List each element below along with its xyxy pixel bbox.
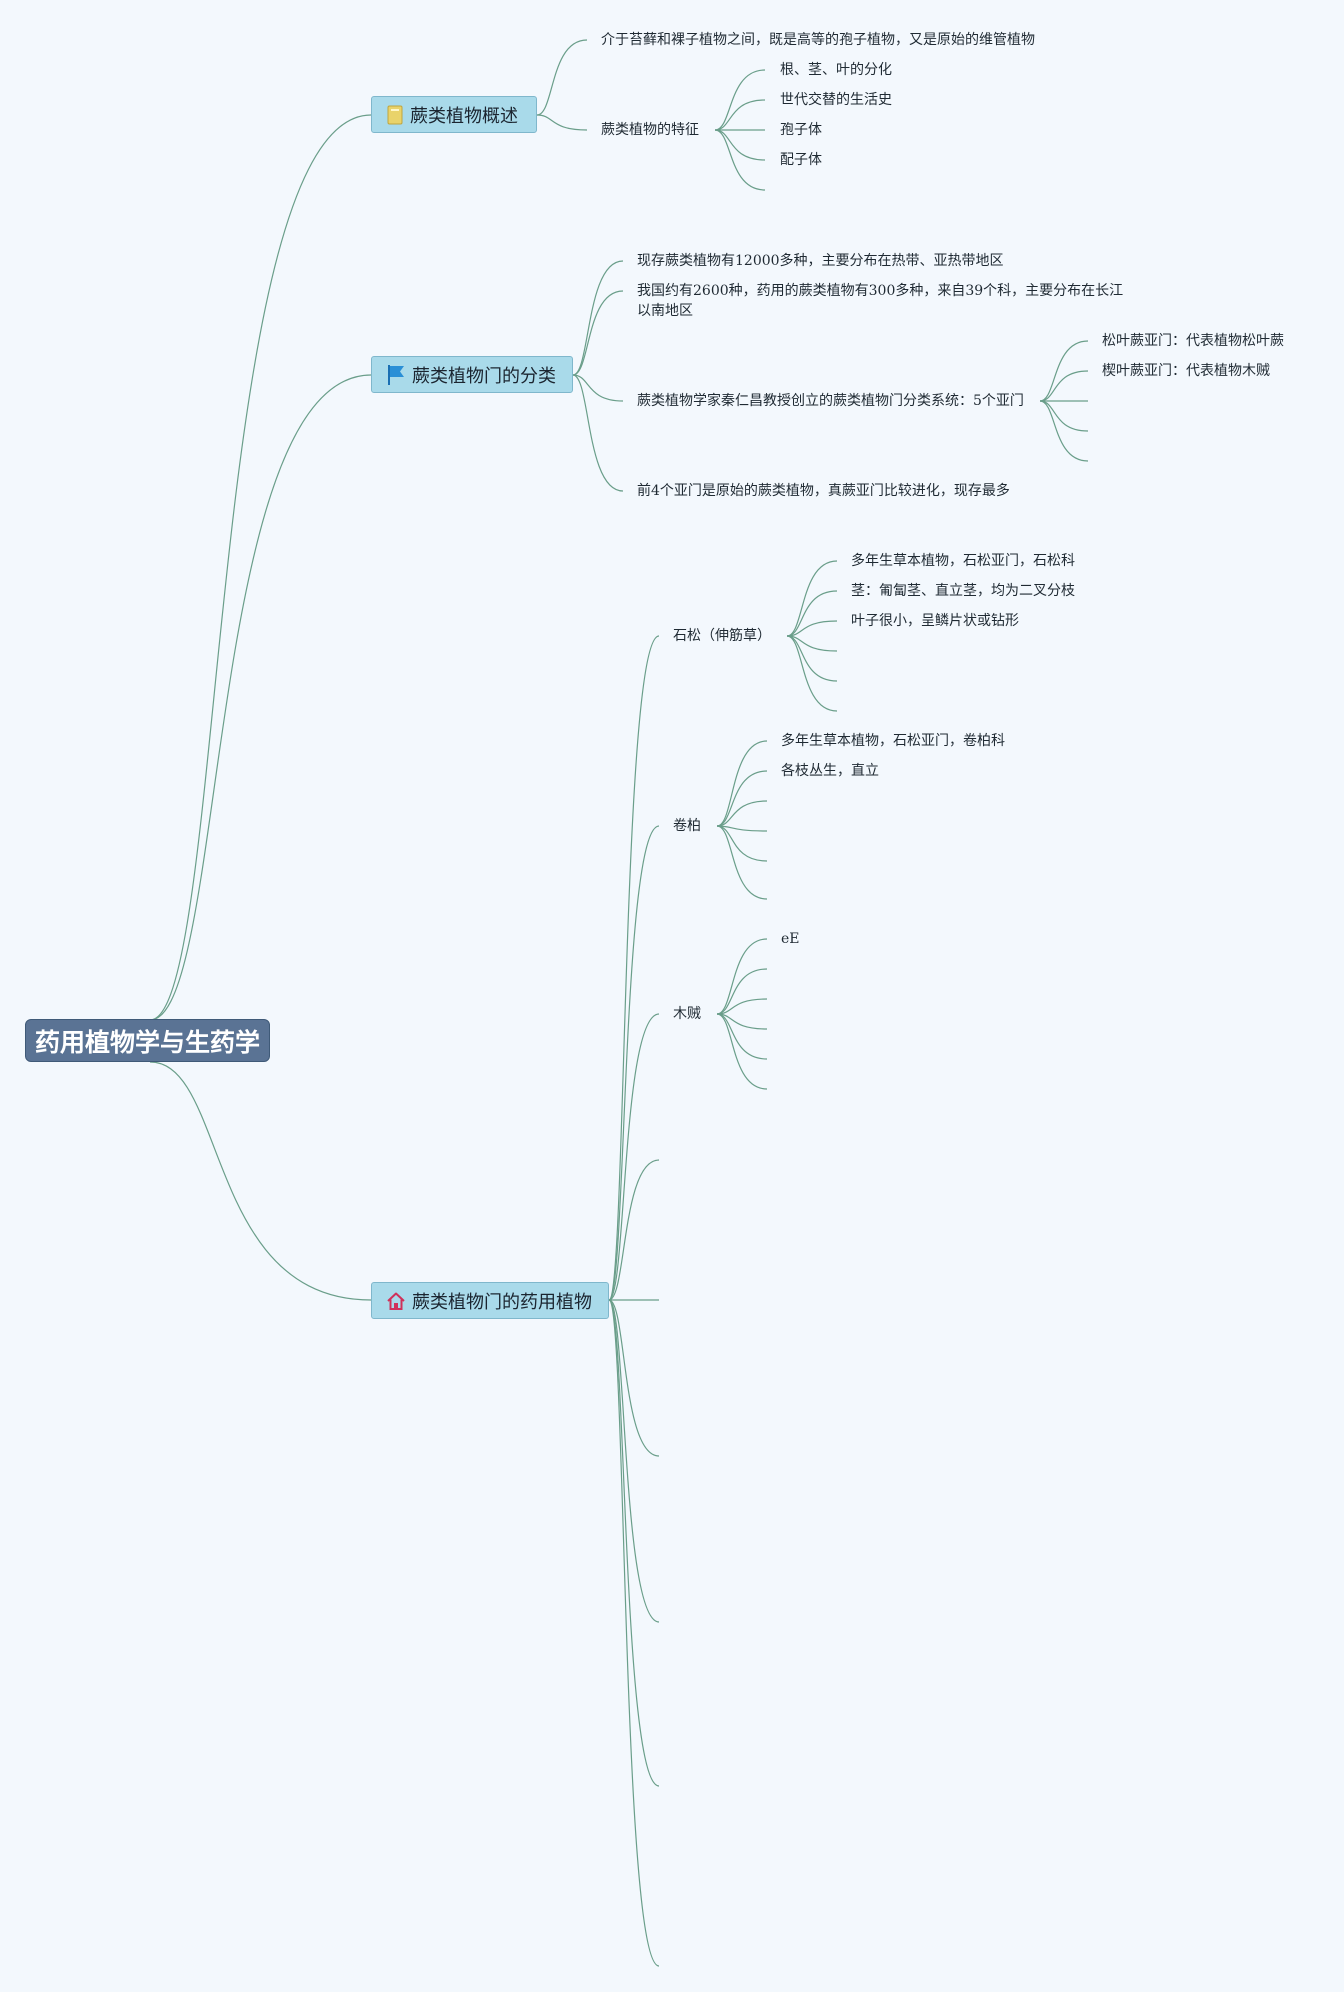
connector-line <box>149 1061 372 1301</box>
plant-juanbai[interactable]: 卷柏 <box>673 818 701 834</box>
plant-detail[interactable]: 各枝丛生，直立 <box>781 763 879 779</box>
connector-line <box>716 938 768 1015</box>
subphylum-item[interactable]: 松叶蕨亚门：代表植物松叶蕨 <box>1102 333 1284 349</box>
fern-features[interactable]: 蕨类植物的特征 <box>601 122 699 138</box>
connector-line <box>716 740 768 827</box>
connector-line <box>1039 400 1089 462</box>
classification-fact[interactable]: 现存蕨类植物有12000多种，主要分布在热带、亚热带地区 <box>637 253 1004 269</box>
connector-line <box>786 635 838 652</box>
connector-line <box>716 968 768 1015</box>
connector-line <box>716 770 768 827</box>
connector-line <box>608 1013 660 1301</box>
connector-line <box>608 1299 660 1967</box>
classification-fact[interactable]: 我国约有2600种，药用的蕨类植物有300多种，来自39个科，主要分布在长江以南… <box>637 283 1124 319</box>
connector-line <box>714 129 766 191</box>
connector-line <box>1039 370 1089 402</box>
connector-line <box>608 825 660 1301</box>
plant-detail[interactable]: 茎：匍匐茎、直立茎，均为二叉分枝 <box>851 583 1075 599</box>
house-icon <box>387 1292 405 1310</box>
connector-line <box>1039 400 1089 432</box>
connector-line <box>608 1299 660 1623</box>
subphylum-item[interactable]: 楔叶蕨亚门：代表植物木贼 <box>1102 363 1270 379</box>
connector-line <box>572 374 624 402</box>
plant-shisong[interactable]: 石松（伸筋草） <box>673 628 771 644</box>
connector-line <box>572 260 624 376</box>
branch-fern-overview[interactable]: 蕨类植物概述 <box>371 96 537 133</box>
feature-item[interactable]: 配子体 <box>780 152 822 168</box>
branch-medicinal-ferns[interactable]: 蕨类植物门的药用植物 <box>371 1282 609 1319</box>
branch-label: 蕨类植物概述 <box>410 105 518 127</box>
connector-line <box>716 825 768 900</box>
connector-line <box>716 998 768 1015</box>
connector-line <box>716 1013 768 1030</box>
branch-label: 蕨类植物门的分类 <box>412 365 556 387</box>
classification-system[interactable]: 蕨类植物学家秦仁昌教授创立的蕨类植物门分类系统：5个亚门 <box>637 393 1024 409</box>
connector-line <box>786 590 838 637</box>
connector-line <box>1039 340 1089 402</box>
plant-detail[interactable]: 多年生草本植物，石松亚门，卷柏科 <box>781 733 1005 749</box>
connector-line <box>716 800 768 827</box>
connector-line <box>786 635 838 712</box>
connector-line <box>608 1299 660 1457</box>
overview-definition[interactable]: 介于苔藓和裸子植物之间，既是高等的孢子植物，又是原始的维管植物 <box>601 32 1035 48</box>
connector-line <box>716 1013 768 1090</box>
connector-line <box>786 620 838 637</box>
root-topic[interactable]: 药用植物学与生药学 <box>25 1019 270 1062</box>
connector-line <box>608 635 660 1301</box>
plant-detail[interactable]: 多年生草本植物，石松亚门，石松科 <box>851 553 1075 569</box>
connector-line <box>536 39 588 116</box>
connector-line <box>536 114 588 131</box>
connector-line <box>608 1299 660 1787</box>
feature-item[interactable]: 孢子体 <box>780 122 822 138</box>
classification-fact[interactable]: 前4个亚门是原始的蕨类植物，真蕨亚门比较进化，现存最多 <box>637 483 1010 499</box>
plant-detail[interactable]: eE <box>781 931 800 947</box>
feature-item[interactable]: 根、茎、叶的分化 <box>780 62 892 78</box>
connector-line <box>714 129 766 161</box>
connector-line <box>149 374 372 1021</box>
connector-line <box>572 374 624 492</box>
branch-label: 蕨类植物门的药用植物 <box>412 1291 592 1313</box>
connector-line <box>714 99 766 131</box>
connector-line <box>149 114 372 1021</box>
connector-line <box>786 560 838 637</box>
connector-line <box>608 1159 660 1301</box>
plant-muzei[interactable]: 木贼 <box>673 1006 701 1022</box>
feature-item[interactable]: 世代交替的生活史 <box>780 92 892 108</box>
connector-line <box>572 290 624 376</box>
connector-line <box>716 825 768 862</box>
connector-line <box>714 69 766 131</box>
flag-icon <box>388 364 404 385</box>
book-icon <box>387 105 403 124</box>
branch-fern-classification[interactable]: 蕨类植物门的分类 <box>371 356 573 393</box>
plant-detail[interactable]: 叶子很小，呈鳞片状或钻形 <box>851 613 1019 629</box>
